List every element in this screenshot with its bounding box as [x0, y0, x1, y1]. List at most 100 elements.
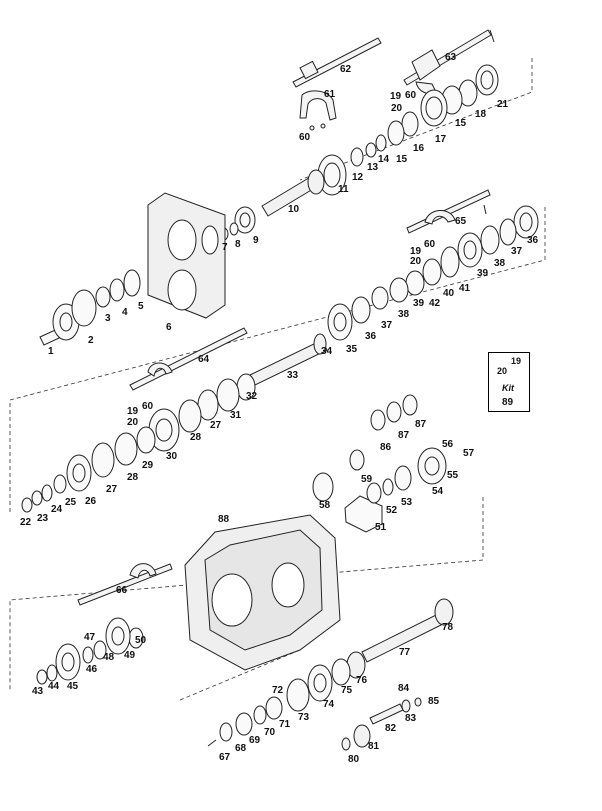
part-label-84: 84 [398, 683, 410, 694]
part-label-65: 65 [455, 216, 467, 227]
shift-rail-62 [292, 29, 495, 88]
part-label-81: 81 [368, 741, 380, 752]
part-label-20-mid: 20 [410, 256, 422, 267]
part-label-43: 43 [32, 686, 44, 697]
boundary-lower-section [9, 497, 484, 690]
part-label-53: 53 [401, 497, 413, 508]
part-label-23: 23 [37, 513, 49, 524]
part-label-10: 10 [288, 204, 300, 215]
part-label-11: 11 [338, 184, 349, 195]
part-label-12: 12 [352, 172, 364, 183]
part-label-63: 63 [445, 52, 457, 63]
part-label-20-upper: 20 [391, 103, 403, 114]
bottom-gear-train [207, 658, 351, 747]
part-label-36b: 36 [527, 235, 539, 246]
part-label-52: 52 [386, 505, 398, 516]
part-label-85: 85 [428, 696, 440, 707]
part-label-78: 78 [442, 622, 454, 633]
main-case-88 [184, 514, 341, 671]
part-label-51: 51 [375, 522, 387, 533]
part-label-15b: 15 [455, 118, 467, 129]
kit-label: Kit [502, 383, 514, 393]
shift-rail-66 [77, 563, 173, 606]
part-label-83: 83 [405, 713, 417, 724]
part-label-22: 22 [20, 517, 32, 528]
part-label-87b: 87 [415, 419, 427, 430]
part-label-33: 33 [287, 370, 299, 381]
part-label-25: 25 [65, 497, 77, 508]
part-label-49: 49 [124, 650, 136, 661]
part-label-46: 46 [86, 664, 98, 675]
part-label-50: 50 [135, 635, 147, 646]
part-label-29: 29 [142, 460, 154, 471]
part-label-37a: 37 [381, 320, 393, 331]
part-label-16: 16 [413, 143, 425, 154]
part-label-76: 76 [356, 675, 368, 686]
upper-gear-train [317, 64, 499, 196]
boundary-bottom-section [179, 649, 301, 701]
part-label-45: 45 [67, 681, 79, 692]
part-label-60-lower: 60 [142, 401, 154, 412]
lower-mid-gear-train [21, 373, 256, 513]
part-label-13: 13 [367, 162, 379, 173]
part-label-37b: 37 [511, 246, 523, 257]
front-parts-1-5 [39, 269, 141, 346]
part-label-20-lower: 20 [127, 417, 139, 428]
main-shaft-33 [249, 333, 328, 386]
part-label-69: 69 [249, 735, 261, 746]
part-label-30: 30 [166, 451, 178, 462]
part-label-8: 8 [235, 239, 241, 250]
part-label-67: 67 [219, 752, 231, 763]
part-label-77: 77 [399, 647, 411, 658]
part-label-36a: 36 [365, 331, 377, 342]
part-label-19-upper: 19 [390, 91, 402, 102]
part-label-75: 75 [341, 685, 353, 696]
part-label-17: 17 [435, 134, 447, 145]
part-label-60-mid: 60 [424, 239, 436, 250]
reverse-idler-parts [341, 697, 422, 751]
part-label-14: 14 [378, 154, 390, 165]
boundary-upper-section [299, 58, 533, 181]
part-label-38b: 38 [494, 258, 506, 269]
part-label-56: 56 [442, 439, 454, 450]
part-label-59: 59 [361, 474, 373, 485]
part-label-44: 44 [48, 681, 60, 692]
part-label-28a: 28 [127, 472, 139, 483]
part-label-47: 47 [84, 632, 96, 643]
input-shaft-10 [261, 169, 325, 217]
part-label-61: 61 [324, 89, 336, 100]
part-label-66: 66 [116, 585, 128, 596]
part-label-62: 62 [340, 64, 352, 75]
part-label-24: 24 [51, 504, 63, 515]
part-label-15: 15 [396, 154, 408, 165]
part-label-64: 64 [198, 354, 210, 365]
part-label-60-fork: 60 [299, 132, 311, 143]
part-label-26: 26 [85, 496, 97, 507]
housing-6 [147, 192, 226, 319]
part-label-38a: 38 [398, 309, 410, 320]
right-cluster-parts [312, 394, 447, 533]
part-label-60-upper: 60 [405, 90, 417, 101]
part-label-74: 74 [323, 699, 335, 710]
part-label-18: 18 [475, 109, 487, 120]
countershaft-77 [346, 598, 454, 679]
part-label-9: 9 [253, 235, 259, 246]
lower-left-gear-train [36, 617, 144, 685]
part-label-35: 35 [346, 344, 358, 355]
part-label-48: 48 [103, 652, 115, 663]
part-label-39a: 39 [413, 298, 425, 309]
shift-fork-61 [299, 90, 337, 131]
part-label-34: 34 [321, 346, 333, 357]
kit-number-89: 89 [502, 397, 514, 408]
part-label-58: 58 [319, 500, 331, 511]
kit-box: 19 20 Kit 89 [488, 352, 530, 412]
part-label-40: 40 [443, 288, 455, 299]
part-label-42: 42 [429, 298, 441, 309]
part-label-71: 71 [279, 719, 291, 730]
part-label-32: 32 [246, 391, 258, 402]
part-label-7: 7 [222, 242, 228, 253]
part-label-41: 41 [459, 283, 471, 294]
shift-rail-64 [129, 327, 248, 391]
part-label-6: 6 [166, 322, 172, 333]
